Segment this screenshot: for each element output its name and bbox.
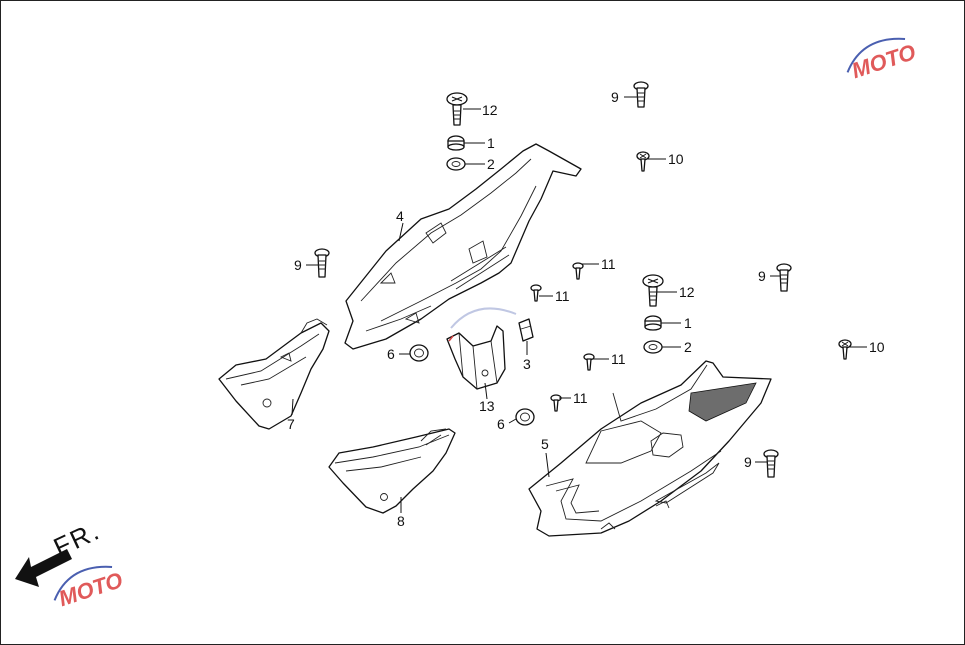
callout-12: 12 bbox=[679, 284, 695, 300]
part-6-grommet-lower bbox=[515, 408, 535, 426]
callout-6: 6 bbox=[497, 416, 505, 432]
part-6-grommet-upper bbox=[409, 344, 429, 362]
part-2-grommet-lower bbox=[643, 340, 663, 354]
callout-11: 11 bbox=[611, 351, 626, 367]
watermark-text: MOTO bbox=[849, 39, 919, 83]
watermark-bottom-left: MOTO bbox=[53, 565, 126, 611]
part-1-collar-upper bbox=[447, 135, 465, 151]
part-11-screw-c bbox=[583, 353, 595, 371]
part-7-lower-bracket-cover bbox=[218, 318, 330, 430]
part-3-clip bbox=[518, 318, 534, 342]
callout-6: 6 bbox=[387, 346, 395, 362]
callout-9: 9 bbox=[294, 257, 302, 273]
part-9-bolt-b bbox=[314, 248, 330, 278]
part-11-screw-b bbox=[530, 284, 542, 302]
part-13-mounting-bracket bbox=[446, 325, 506, 390]
callout-2: 2 bbox=[684, 339, 692, 355]
callout-10: 10 bbox=[869, 339, 885, 355]
part-2-grommet-upper bbox=[446, 157, 466, 171]
watermark-text: MOTO bbox=[56, 567, 126, 611]
part-9-bolt-c bbox=[776, 263, 792, 292]
callout-5: 5 bbox=[541, 436, 549, 452]
callout-13: 13 bbox=[479, 398, 495, 414]
callout-1: 1 bbox=[487, 135, 495, 151]
callout-10: 10 bbox=[668, 151, 684, 167]
part-11-screw-d bbox=[550, 394, 562, 412]
callout-9: 9 bbox=[611, 89, 619, 105]
watermark-center bbox=[450, 307, 517, 329]
part-12-screw-upper bbox=[446, 92, 468, 126]
part-5-main-side-cover bbox=[528, 360, 772, 537]
callout-11: 11 bbox=[573, 390, 588, 406]
callout-9: 9 bbox=[744, 454, 752, 470]
callout-3: 3 bbox=[523, 356, 531, 372]
callout-labels: 12 1 2 4 9 9 10 11 11 11 11 12 1 2 9 10 … bbox=[287, 89, 885, 529]
part-4-upper-side-cover bbox=[344, 143, 582, 350]
callout-8: 8 bbox=[397, 513, 405, 529]
part-12-screw-lower bbox=[642, 274, 664, 307]
watermark-top-right: MOTO bbox=[846, 37, 919, 83]
part-8-lower-side-panel bbox=[328, 428, 456, 514]
callout-9: 9 bbox=[758, 268, 766, 284]
callout-7: 7 bbox=[287, 416, 295, 432]
callout-11: 11 bbox=[555, 288, 570, 304]
callout-2: 2 bbox=[487, 156, 495, 172]
part-9-bolt-a bbox=[633, 81, 649, 108]
callout-4: 4 bbox=[396, 208, 404, 224]
part-9-bolt-d bbox=[763, 449, 779, 478]
part-11-screw-a bbox=[572, 262, 584, 280]
callout-1: 1 bbox=[684, 315, 692, 331]
part-10-screw-b bbox=[838, 339, 852, 360]
leader-lines bbox=[291, 96, 867, 513]
part-10-screw-a bbox=[636, 151, 650, 172]
callout-12: 12 bbox=[482, 102, 498, 118]
front-label: FR. bbox=[49, 515, 105, 562]
part-1-collar-lower bbox=[644, 315, 662, 331]
callout-11: 11 bbox=[601, 256, 616, 272]
